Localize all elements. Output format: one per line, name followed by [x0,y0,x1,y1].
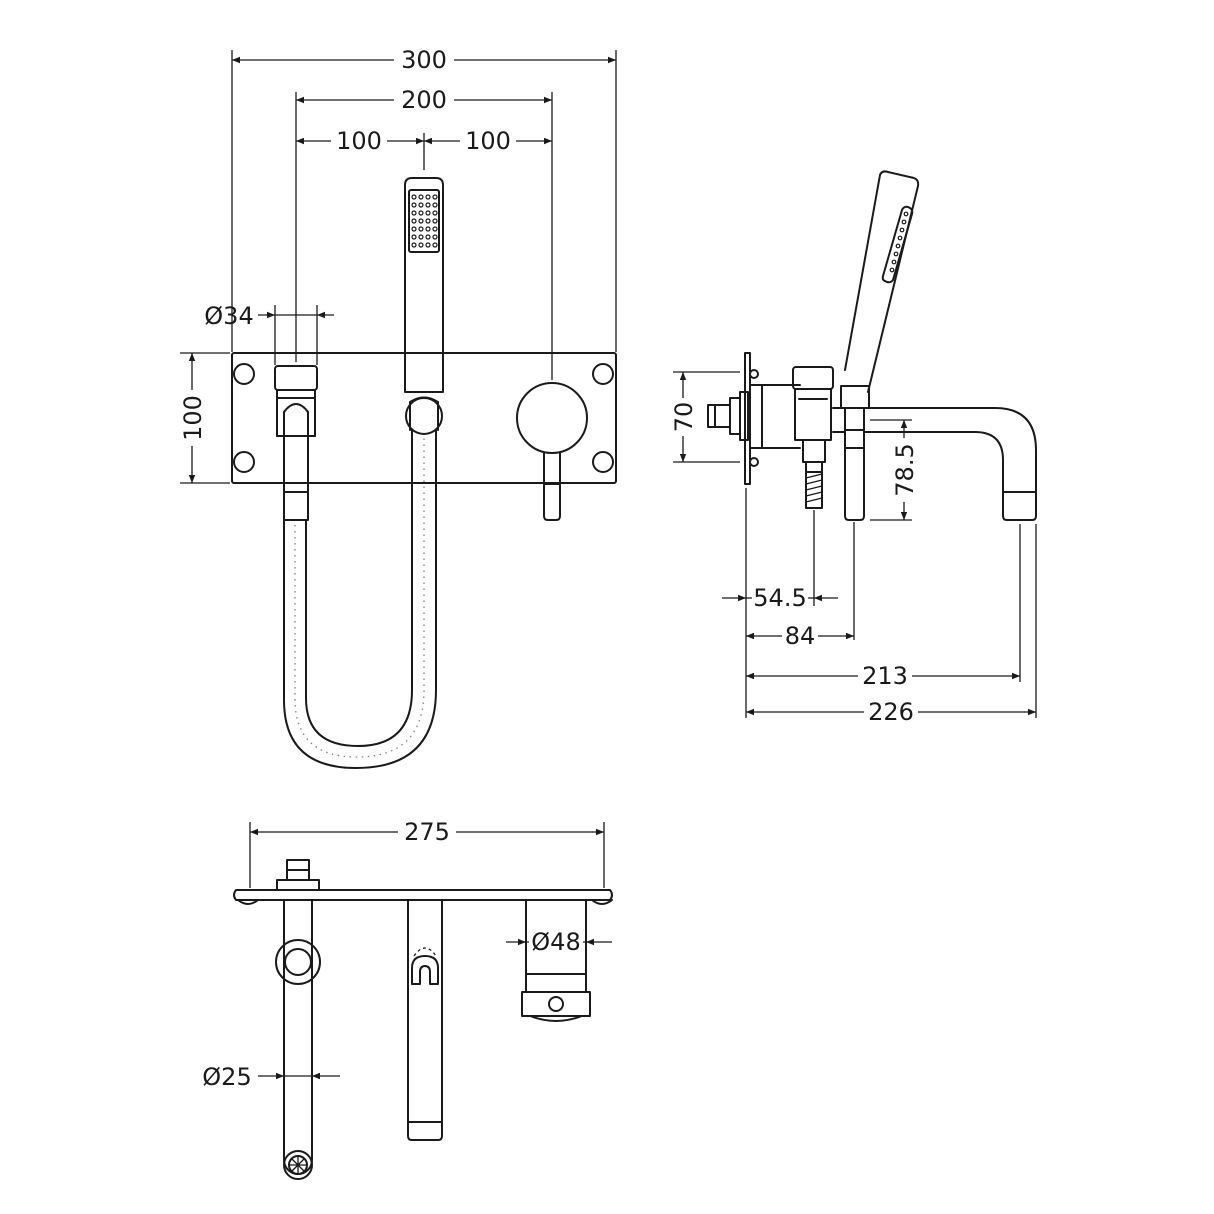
top-view: 275 Ø48 Ø25 [202,816,613,1180]
side-view: 70 78.5 54.5 84 213 226 [668,170,1037,726]
dim-pin-projection: 84 [785,622,816,650]
dim-side-valve-height: 70 [670,402,698,433]
plate-screw-hole [233,363,255,385]
dim-spout-projection: 213 [862,662,908,690]
top-spout [275,899,321,1180]
top-holder-pin [407,899,443,1141]
front-mounting-plate [231,352,617,484]
side-handshower [840,170,920,409]
side-bath-spout [832,407,1037,521]
front-view: 300 200 100 100 Ø34 100 [176,44,617,769]
plate-screw-hole [233,451,255,473]
dim-outlet-to-lever: 200 [401,86,447,114]
side-holder-pin [844,407,865,521]
dim-diverter-diameter: Ø34 [204,302,253,330]
plate-screw-hole [592,451,614,473]
top-lever [521,899,591,1022]
dim-top-plate-width: 275 [404,818,450,846]
front-handshower [404,177,444,435]
dim-total-projection: 226 [868,698,914,726]
spray-nozzles [411,194,438,248]
side-valve-body [707,384,801,449]
dim-lever-diameter: Ø48 [531,928,580,956]
dim-front-total-width: 300 [401,46,447,74]
dim-plate-height: 100 [179,395,207,441]
dim-hose-outlet-projection: 54.5 [753,584,806,612]
top-plate-edge [233,889,613,901]
front-diverter-outlet [274,365,318,521]
side-diverter [792,366,834,509]
dim-outlet-to-holder: 100 [336,127,382,155]
plate-screw-hole [592,363,614,385]
dim-spout-diameter: Ø25 [202,1063,251,1091]
dim-side-spout-drop: 78.5 [891,443,919,496]
front-lever-handle [516,382,588,521]
dim-holder-to-lever: 100 [465,127,511,155]
front-flexible-hose [283,429,437,769]
top-valve-nut [276,859,320,891]
